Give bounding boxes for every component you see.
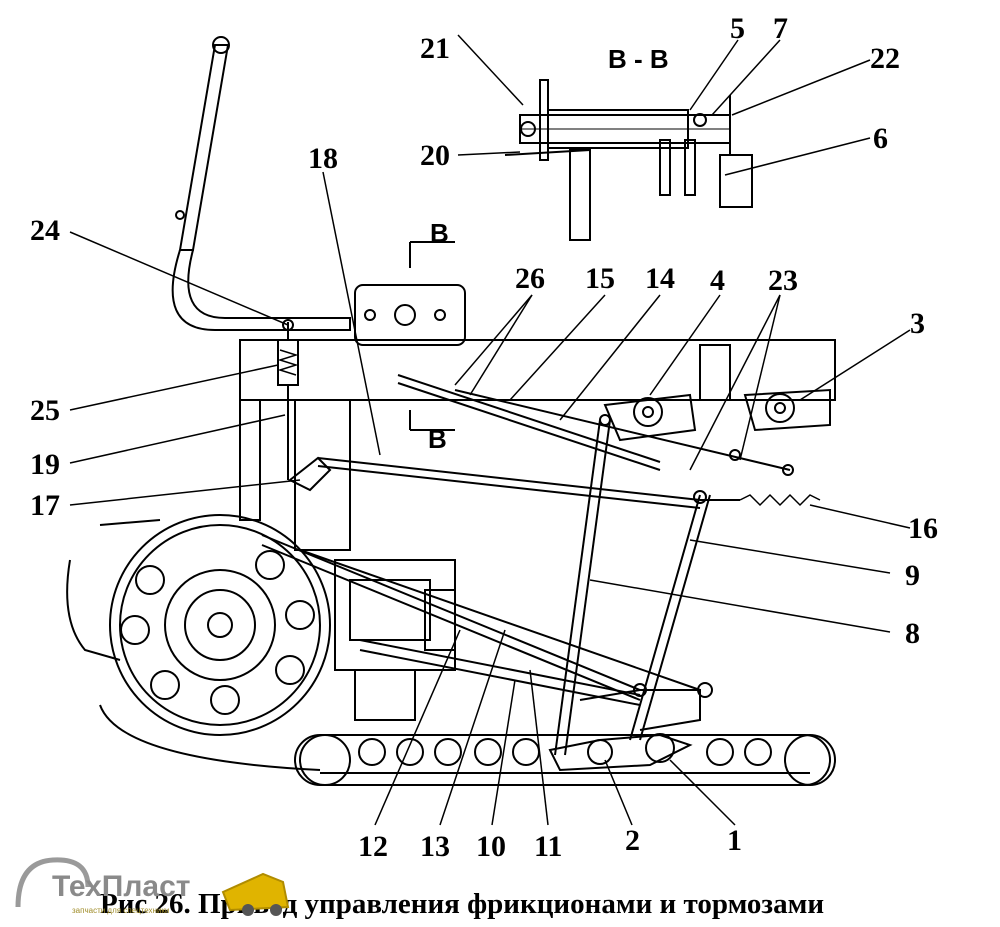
callout-7: 7 (773, 12, 788, 45)
section-cut-marks (409, 241, 455, 431)
callout-18: 18 (308, 142, 338, 175)
callout-6: 6 (873, 122, 888, 155)
callout-15: 15 (585, 262, 615, 295)
logo-text: ТехПласт (52, 870, 191, 903)
callout-16: 16 (908, 512, 938, 545)
figure-caption: Рис 26. Привод управления фрикционами и … (100, 888, 825, 920)
pivot-brackets (599, 388, 831, 504)
callout-11: 11 (534, 830, 562, 863)
linkage-rods (261, 374, 821, 756)
callout-24: 24 (30, 214, 60, 247)
callout-2: 2 (625, 824, 640, 857)
frame (239, 284, 836, 551)
callout-12: 12 (358, 830, 388, 863)
logo-subtitle: запчасти для спецтехники (72, 906, 170, 915)
callout-19: 19 (30, 448, 60, 481)
callout-13: 13 (420, 830, 450, 863)
callout-22: 22 (870, 42, 900, 75)
section-bb-detail (504, 79, 753, 241)
callout-25: 25 (30, 394, 60, 427)
callout-4: 4 (710, 264, 725, 297)
callout-20: 20 (420, 139, 450, 172)
section-mark-bottom: В (428, 424, 447, 454)
section-mark-top: В (430, 218, 449, 248)
leader-lines (69, 34, 911, 826)
control-lever (171, 36, 351, 331)
callout-23: 23 (768, 264, 798, 297)
callout-17: 17 (30, 489, 60, 522)
techplast-logo-icon (15, 857, 290, 916)
track (294, 734, 836, 786)
callout-9: 9 (905, 559, 920, 592)
clutch-drum (66, 514, 331, 771)
gearbox (334, 559, 456, 721)
callout-5: 5 (730, 12, 745, 45)
callout-14: 14 (645, 262, 675, 295)
callout-8: 8 (905, 617, 920, 650)
callout-3: 3 (910, 307, 925, 340)
brake-levers (548, 682, 713, 772)
callout-1: 1 (727, 824, 742, 857)
section-label: В - В (608, 44, 669, 74)
callout-21: 21 (420, 32, 450, 65)
callout-26: 26 (515, 262, 545, 295)
callout-10: 10 (476, 830, 506, 863)
